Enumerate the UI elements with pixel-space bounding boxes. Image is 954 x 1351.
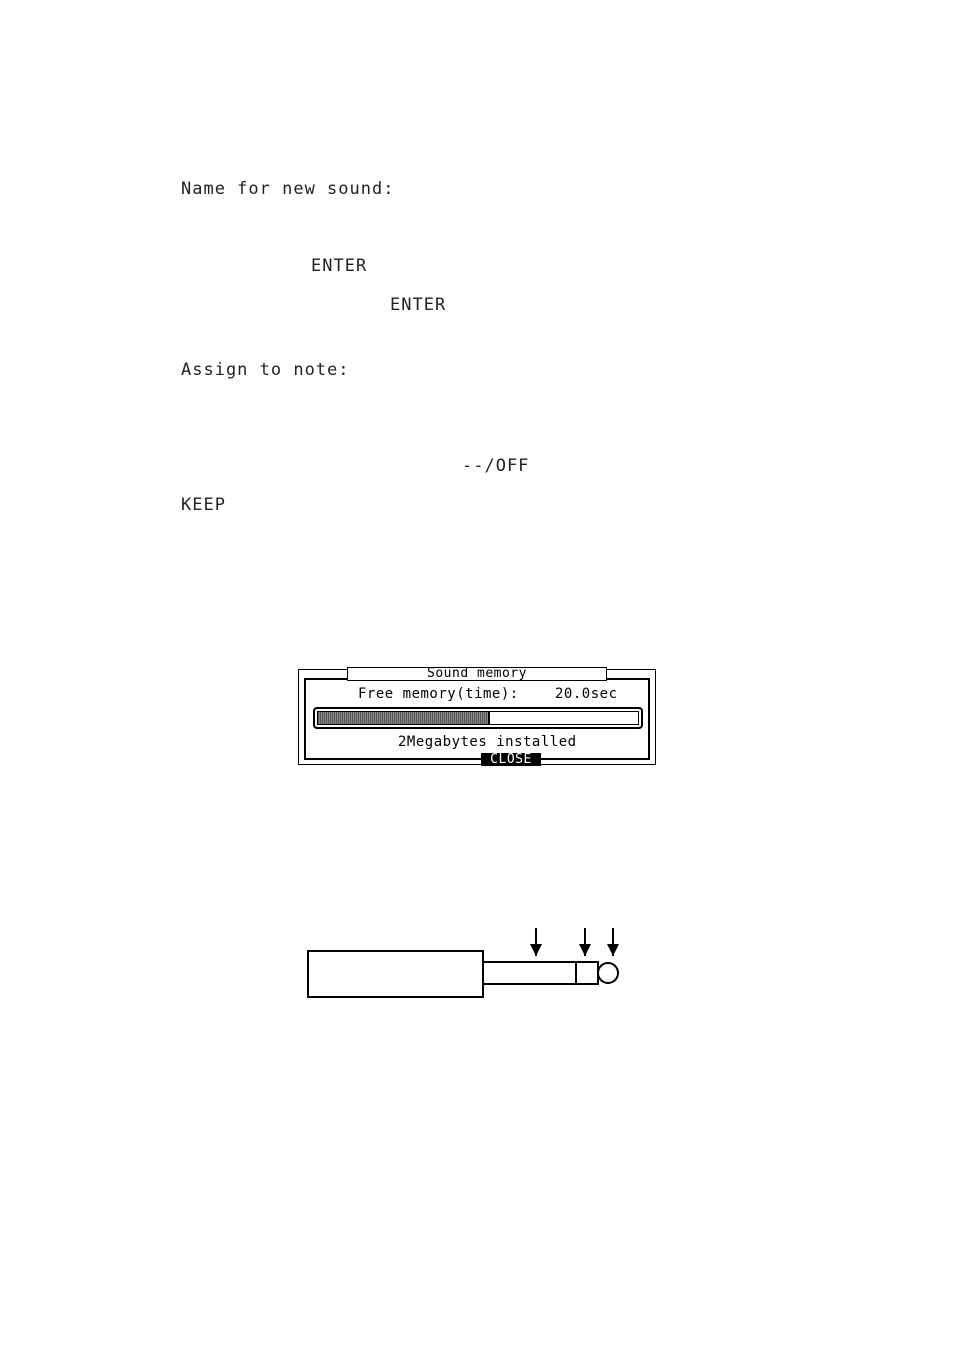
stereo-plug-diagram [307,928,619,998]
keep-label: KEEP [181,495,226,515]
ring-arrowhead-icon [579,944,591,956]
sleeve-arrowhead-icon [530,944,542,956]
free-memory-value: 20.0sec [555,686,618,702]
close-button[interactable]: CLOSE [481,753,541,766]
memory-bar-fill [318,712,490,724]
free-memory-label: Free memory(time): [358,686,519,702]
sound-memory-dialog: Sound memory Free memory(time): 20.0sec … [298,667,656,766]
dialog-title: Sound memory [347,667,607,681]
assign-to-note-label: Assign to note: [181,360,350,380]
enter-key-label-2: ENTER [390,295,447,315]
plug-ring [575,961,599,985]
off-option-label: --/OFF [462,456,530,476]
plug-tip [597,962,619,984]
memory-bar-track [317,711,639,725]
enter-key-label: ENTER [311,256,368,276]
plug-sleeve [482,961,577,985]
memory-installed-text: 2Megabytes installed [398,734,577,750]
name-for-new-sound-label: Name for new sound: [181,179,395,199]
memory-usage-bar [313,707,643,729]
tip-arrowhead-icon [607,944,619,956]
plug-body [307,950,484,998]
